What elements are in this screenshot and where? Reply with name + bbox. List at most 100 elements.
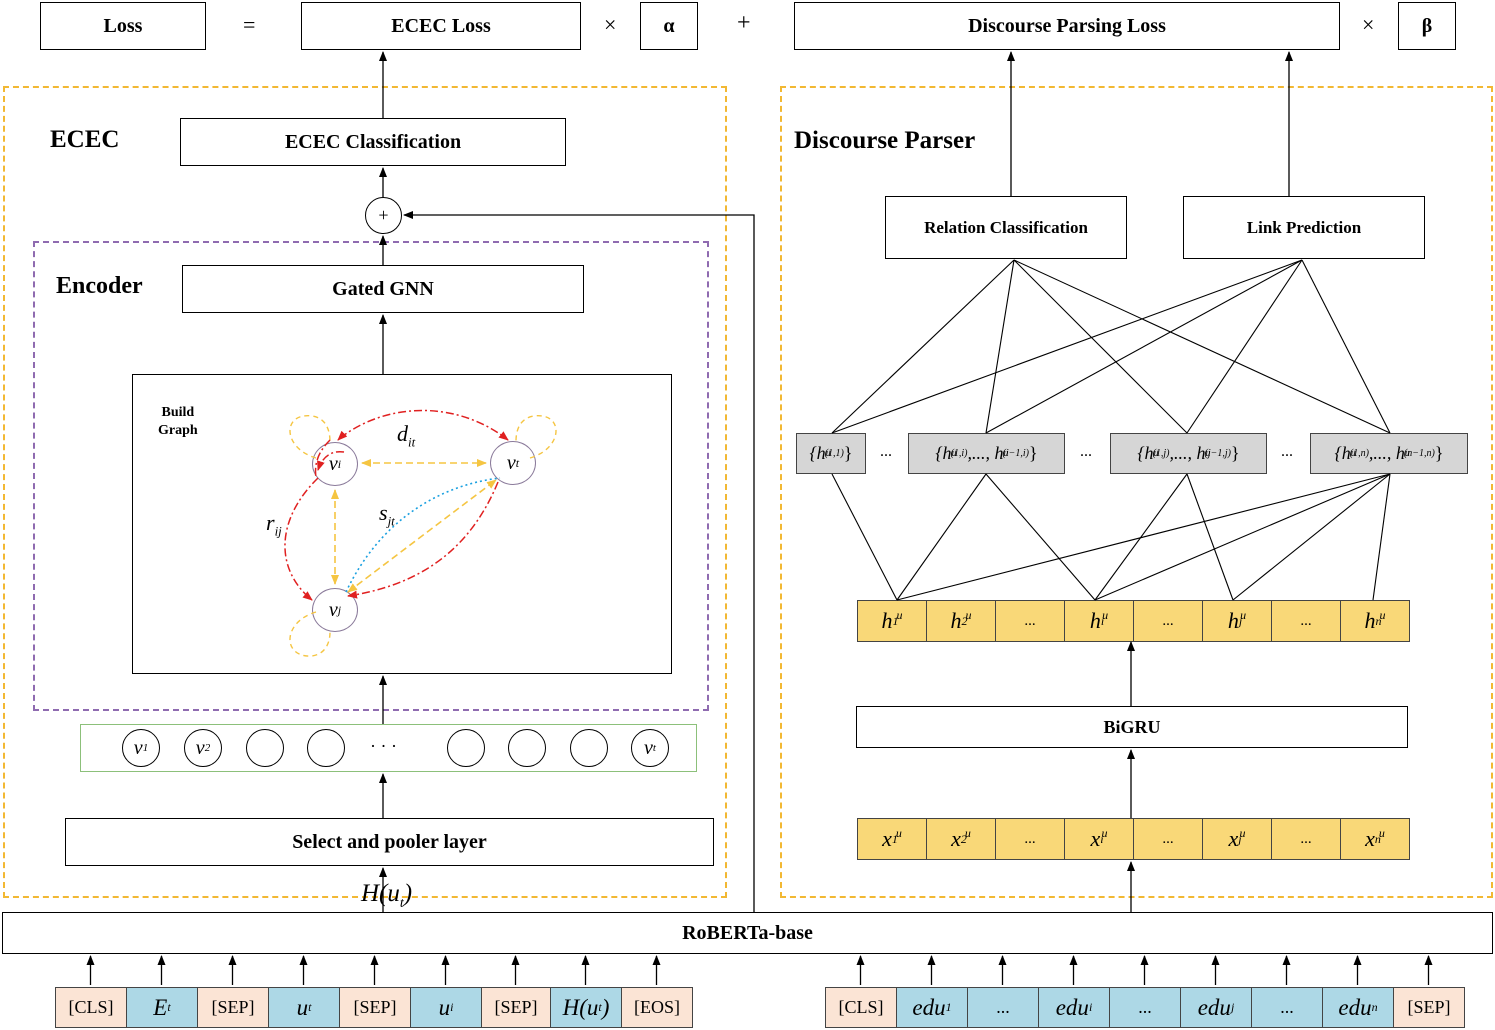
ecec-classification-label: ECEC Classification — [284, 130, 462, 153]
select-pooler-label: Select and pooler layer — [292, 830, 487, 853]
node-row-box — [80, 724, 697, 772]
left-token: [SEP] — [481, 987, 551, 1028]
node-row-circle — [570, 729, 608, 767]
h-cell: ... — [1133, 600, 1203, 642]
ecec-loss-box: ECEC Loss — [301, 2, 581, 50]
classifier-links — [831, 259, 1391, 434]
link-prediction-box: Link Prediction — [1183, 196, 1425, 259]
graph-node-vi-base: v — [328, 452, 338, 475]
graph-edges — [284, 409, 557, 657]
ecec-classification-box: ECEC Classification — [180, 118, 566, 166]
h-ut-label-close: ) — [403, 880, 413, 907]
gated-gnn-box: Gated GNN — [182, 265, 584, 313]
right-token: [CLS] — [825, 987, 897, 1028]
node-row-base: v — [133, 736, 143, 759]
set-ellipsis: ... — [880, 443, 892, 460]
select-pooler-box: Select and pooler layer — [65, 818, 714, 866]
h-ut-label-sub: t — [399, 896, 404, 911]
loss-label: Loss — [103, 14, 143, 37]
node-row-sup: t — [652, 742, 656, 754]
set-ellipsis: ... — [1281, 443, 1293, 460]
ecec-title: ECEC — [50, 126, 120, 153]
edge-label-d-sub: it — [408, 434, 416, 450]
ecec-group — [3, 86, 727, 898]
node-row-circle — [246, 729, 284, 767]
h-cell: ... — [1271, 600, 1341, 642]
node-row-base: v — [195, 736, 205, 759]
ecec-loss-label: ECEC Loss — [391, 14, 491, 37]
link-prediction-label: Link Prediction — [1246, 217, 1362, 237]
node-row-circle — [447, 729, 485, 767]
right-token: ... — [967, 987, 1039, 1028]
x-cell: ... — [1271, 818, 1341, 860]
node-row-circle — [508, 729, 546, 767]
node-row-circle — [307, 729, 345, 767]
times-sign-1: × — [604, 12, 617, 37]
h-ut-label-base: H(u — [361, 880, 400, 907]
x-cell: ... — [1133, 818, 1203, 860]
h-cell: ... — [995, 600, 1065, 642]
graph-node-vi-sup: i — [337, 456, 342, 471]
graph-node-vt-base: v — [506, 451, 516, 474]
right-token: ... — [1251, 987, 1323, 1028]
edge-label-r: rij — [266, 510, 282, 539]
beta-box: β — [1398, 2, 1456, 50]
dp-loss-box: Discourse Parsing Loss — [794, 2, 1340, 50]
plus-circle: + — [365, 197, 402, 234]
left-token: [SEP] — [197, 987, 269, 1028]
parser-group — [780, 86, 1493, 898]
edge-label-r-sub: ij — [274, 523, 282, 539]
bigru-label: BiGRU — [1103, 716, 1161, 737]
relation-classification-box: Relation Classification — [885, 196, 1127, 259]
node-row-sup: 1 — [142, 742, 149, 754]
build-graph-label: Build Graph — [158, 405, 198, 438]
encoder-group — [33, 241, 709, 711]
graph-node-vj-base: v — [328, 598, 338, 621]
graph-node-vt-sup: t — [515, 455, 520, 470]
edge-label-d: dit — [397, 421, 415, 450]
left-token: [CLS] — [55, 987, 127, 1028]
edge-label-r-base: r — [266, 510, 275, 535]
skip-connection — [403, 211, 755, 912]
graph-node-vj-sup: j — [337, 602, 342, 617]
plus-sign: + — [737, 10, 751, 36]
alpha-box: α — [640, 2, 698, 50]
set-links — [831, 473, 1391, 601]
left-token: [EOS] — [621, 987, 693, 1028]
gated-gnn-label: Gated GNN — [332, 277, 434, 300]
equals-sign: = — [243, 12, 256, 37]
beta-label: β — [1421, 14, 1433, 37]
roberta-box: RoBERTa-base — [2, 912, 1493, 954]
plus-circle-symbol: + — [378, 205, 389, 225]
token-arrows — [86, 955, 1433, 985]
encoder-title: Encoder — [56, 273, 143, 299]
relation-classification-label: Relation Classification — [924, 217, 1088, 237]
bigru-box: BiGRU — [856, 706, 1408, 748]
alpha-label: α — [663, 14, 675, 37]
times-sign-2: × — [1362, 12, 1375, 37]
left-token: [SEP] — [339, 987, 411, 1028]
node-row-base: v — [644, 736, 653, 759]
